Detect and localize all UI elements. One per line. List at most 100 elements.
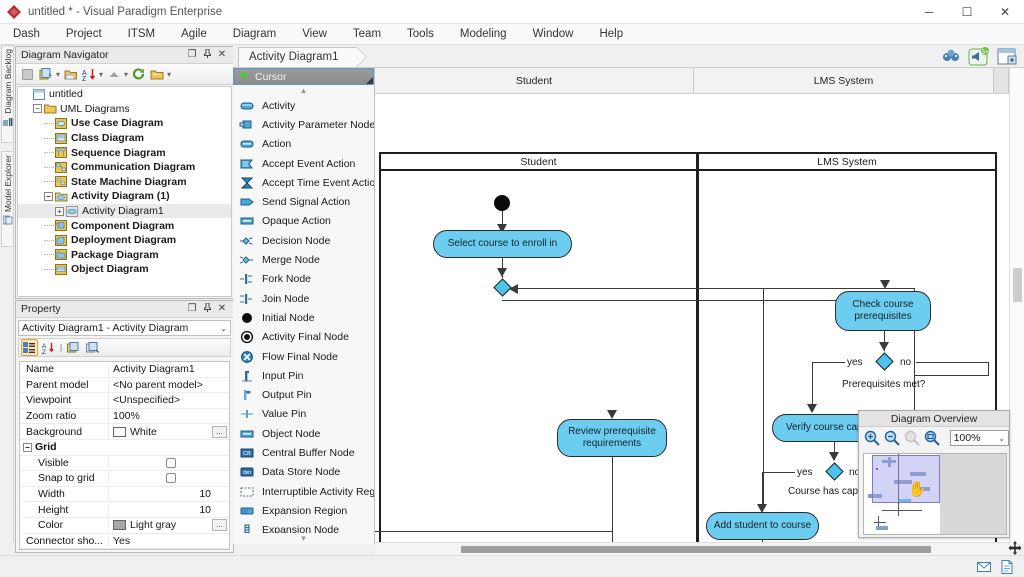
palette-item-activity-final-node[interactable]: Activity Final Node bbox=[233, 328, 374, 347]
zoom-reset-icon[interactable] bbox=[903, 429, 920, 447]
menu-item-project[interactable]: Project bbox=[65, 27, 102, 40]
action-select-course[interactable]: Select course to enroll in bbox=[433, 230, 572, 258]
open-folder-icon[interactable] bbox=[62, 66, 79, 83]
tree-item-activity-diagram1[interactable]: +Activity Diagram1 bbox=[18, 203, 231, 219]
menu-item-diagram[interactable]: Diagram bbox=[232, 27, 277, 40]
document-icon[interactable] bbox=[1000, 559, 1014, 574]
tree-item-object-diagram[interactable]: Object Diagram bbox=[18, 262, 231, 277]
vertical-tab-diagram-backlog[interactable]: Diagram Backlog bbox=[1, 45, 14, 143]
property-row[interactable]: Snap to grid bbox=[20, 471, 229, 487]
tree-item-class-diagram[interactable]: Class Diagram bbox=[18, 131, 231, 146]
palette-item-decision-node[interactable]: Decision Node bbox=[233, 231, 374, 250]
vertical-scrollbar[interactable] bbox=[1009, 68, 1024, 544]
close-icon[interactable]: ✕ bbox=[217, 303, 227, 314]
minimize-button[interactable]: ─ bbox=[924, 4, 934, 19]
tree-item-deployment-diagram[interactable]: Deployment Diagram bbox=[18, 233, 231, 248]
initial-node[interactable] bbox=[494, 195, 510, 211]
property-value[interactable]: 10 bbox=[108, 488, 229, 501]
menu-item-help[interactable]: Help bbox=[599, 27, 624, 40]
palette-item-value-pin[interactable]: Value Pin bbox=[233, 405, 374, 424]
overview-thumbnail[interactable]: ✋ bbox=[863, 453, 1007, 535]
tree-item-communication-diagram[interactable]: Communication Diagram bbox=[18, 160, 231, 175]
palette-item-accept-event-action[interactable]: Accept Event Action bbox=[233, 154, 374, 173]
property-row[interactable]: Viewpoint<Unspecified> bbox=[20, 393, 229, 409]
palette-item-object-node[interactable]: Object Node bbox=[233, 424, 374, 443]
refresh-icon[interactable] bbox=[130, 66, 147, 83]
property-value[interactable] bbox=[108, 457, 229, 468]
property-value[interactable]: Light gray... bbox=[108, 519, 229, 532]
announcement-icon[interactable]: 3+ bbox=[968, 46, 990, 68]
property-row[interactable]: Connector sho...Yes bbox=[20, 534, 229, 549]
tree-item-untitled[interactable]: untitled bbox=[18, 87, 231, 102]
action-add-student[interactable]: Add student to course bbox=[706, 512, 819, 540]
property-options-icon[interactable] bbox=[84, 339, 101, 356]
property-row[interactable]: −Grid bbox=[20, 440, 229, 456]
property-row[interactable]: Visible bbox=[20, 456, 229, 472]
close-button[interactable]: ✕ bbox=[999, 4, 1011, 19]
palette-item-activity[interactable]: Activity bbox=[233, 96, 374, 115]
palette-scroll-down[interactable]: ▼ bbox=[233, 533, 374, 544]
palette-item-send-signal-action[interactable]: Send Signal Action bbox=[233, 192, 374, 211]
palette-item-action[interactable]: Action bbox=[233, 135, 374, 154]
tree-expander[interactable]: − bbox=[33, 104, 42, 114]
swimlane-student[interactable]: Student bbox=[379, 152, 698, 544]
property-value[interactable]: Activity Diagram1 bbox=[108, 363, 229, 376]
menu-item-agile[interactable]: Agile bbox=[181, 27, 207, 40]
dropdown-caret-4[interactable]: ▾ bbox=[167, 69, 172, 79]
action-review-prerequisites[interactable]: Review prerequisite requirements bbox=[557, 419, 667, 457]
overview-viewport-rect[interactable] bbox=[872, 455, 940, 503]
menu-item-itsm[interactable]: ITSM bbox=[127, 27, 156, 40]
palette-item-fork-node[interactable]: Fork Node bbox=[233, 270, 374, 289]
action-check-prerequisites[interactable]: Check course prerequisites bbox=[835, 291, 931, 331]
palette-item-merge-node[interactable]: Merge Node bbox=[233, 250, 374, 269]
property-row[interactable]: Connector styleOblique bbox=[20, 549, 229, 550]
property-value[interactable]: 100% bbox=[108, 410, 229, 423]
team-collaboration-icon[interactable] bbox=[940, 46, 962, 68]
palette-cursor-tool[interactable]: Cursor bbox=[233, 68, 374, 85]
maximize-button[interactable]: ☐ bbox=[961, 4, 973, 19]
new-diagram-icon[interactable] bbox=[19, 66, 36, 83]
palette-item-flow-final-node[interactable]: Flow Final Node bbox=[233, 347, 374, 366]
menu-item-view[interactable]: View bbox=[302, 27, 327, 40]
palette-item-interruptible-activity-region[interactable]: Interruptible Activity Region bbox=[233, 482, 374, 501]
property-value[interactable]: White... bbox=[108, 425, 229, 438]
categorized-view-icon[interactable] bbox=[21, 339, 38, 356]
pan-tool-icon[interactable] bbox=[1008, 541, 1022, 555]
add-property-icon[interactable] bbox=[65, 339, 82, 356]
dropdown-caret-1[interactable]: ▾ bbox=[56, 69, 61, 79]
restore-icon[interactable]: ❐ bbox=[187, 303, 197, 314]
palette-item-expansion-region[interactable]: Expansion Region bbox=[233, 501, 374, 520]
property-value[interactable]: <Unspecified> bbox=[108, 394, 229, 407]
message-icon[interactable] bbox=[977, 560, 991, 574]
property-value[interactable]: <No parent model> bbox=[108, 378, 229, 391]
palette-scroll-up[interactable]: ▲ bbox=[233, 85, 374, 96]
tab-activity-diagram1[interactable]: Activity Diagram1 bbox=[238, 47, 368, 67]
palette-item-initial-node[interactable]: Initial Node bbox=[233, 308, 374, 327]
menu-item-window[interactable]: Window bbox=[532, 27, 574, 40]
decision-node-capacity[interactable] bbox=[824, 459, 844, 485]
palette-item-input-pin[interactable]: Input Pin bbox=[233, 366, 374, 385]
palette-item-opaque-action[interactable]: Opaque Action bbox=[233, 212, 374, 231]
collapse-up-icon[interactable] bbox=[105, 66, 122, 83]
property-value[interactable]: Yes bbox=[108, 534, 229, 547]
menu-item-tools[interactable]: Tools bbox=[407, 27, 434, 40]
menu-item-dash[interactable]: Dash bbox=[13, 27, 40, 40]
palette-item-activity-parameter-node[interactable]: Activity Parameter Node bbox=[233, 115, 374, 134]
tree-item-uml-diagrams[interactable]: −UML Diagrams bbox=[18, 102, 231, 117]
dropdown-caret-2[interactable]: ▾ bbox=[99, 69, 104, 79]
folder-open-icon[interactable] bbox=[148, 66, 165, 83]
tree-item-use-case-diagram[interactable]: Use Case Diagram bbox=[18, 116, 231, 131]
palette-item-accept-time-event-action[interactable]: Accept Time Event Action bbox=[233, 173, 374, 192]
property-target-selector[interactable]: Activity Diagram1 - Activity Diagram ⌄ bbox=[18, 320, 231, 336]
vertical-scrollbar-thumb[interactable] bbox=[1013, 268, 1022, 302]
zoom-fit-icon[interactable] bbox=[923, 429, 940, 447]
close-icon[interactable]: ✕ bbox=[217, 49, 227, 60]
